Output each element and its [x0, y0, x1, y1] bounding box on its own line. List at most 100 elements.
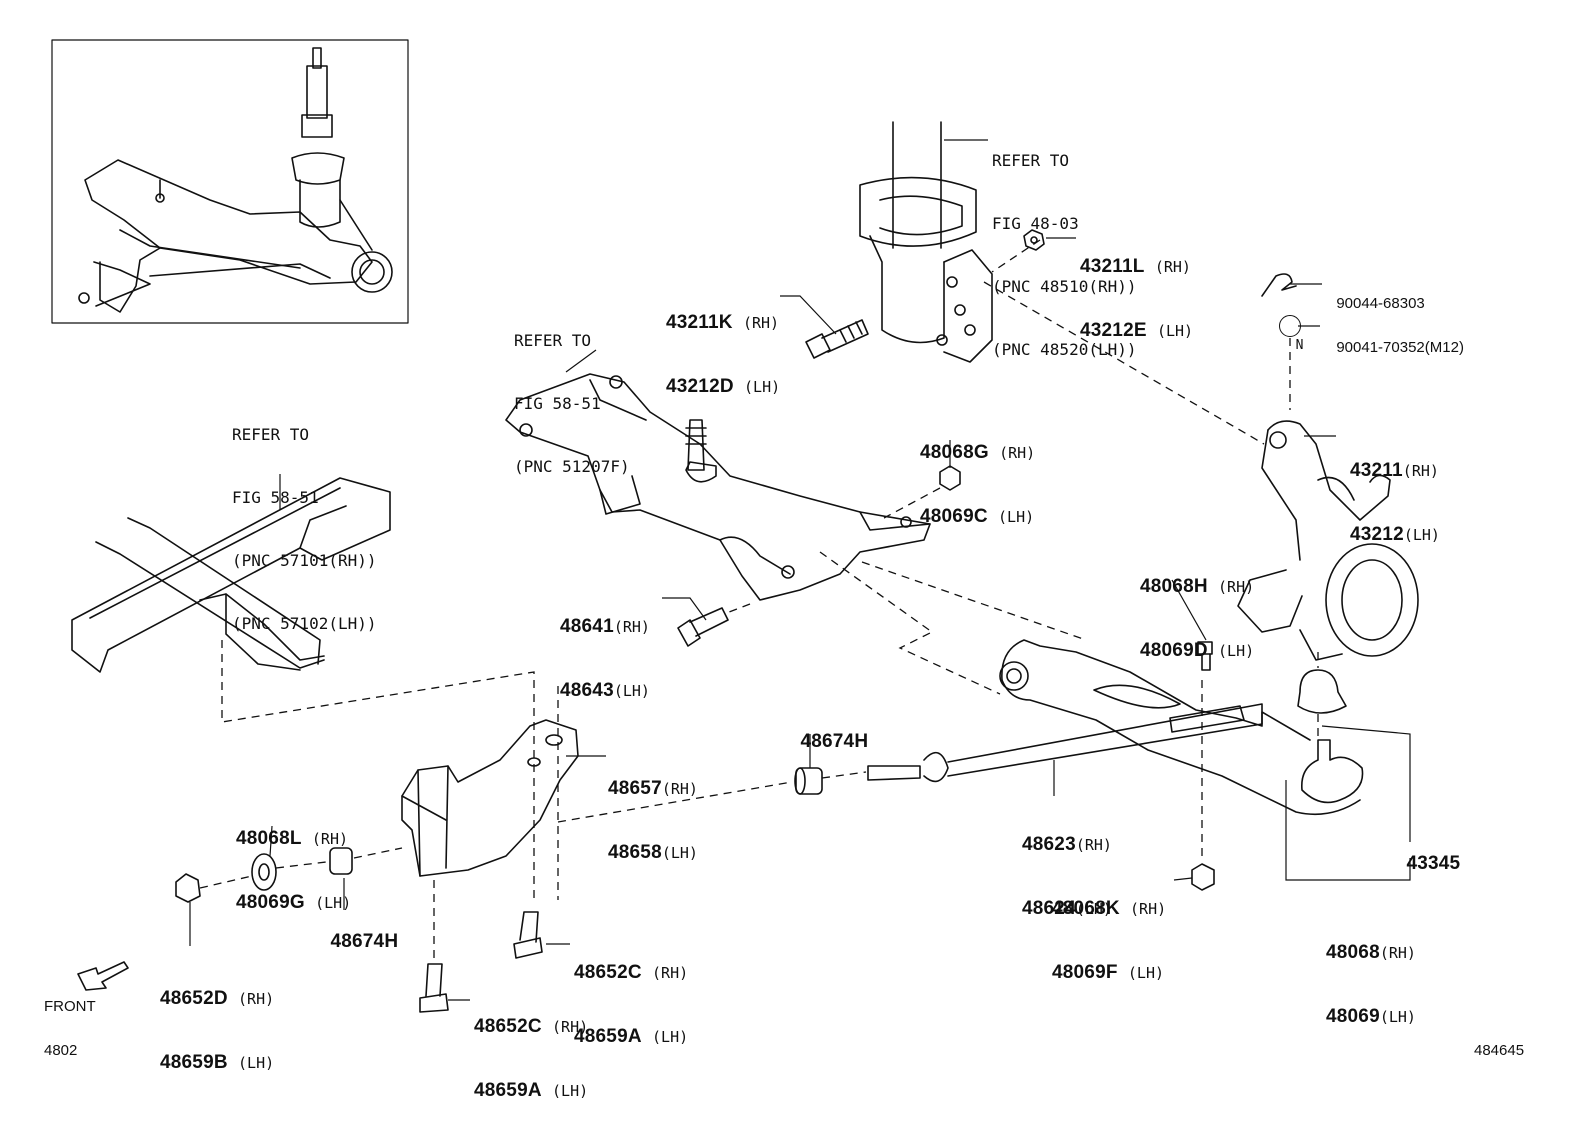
frame-rail	[71, 477, 391, 673]
side-label: (LH)	[315, 894, 352, 912]
callout-48623[interactable]: 48623(RH) 48624(LH)	[1022, 792, 1112, 941]
side-label: (RH)	[661, 780, 698, 798]
part-number: 48069G	[236, 892, 305, 913]
side-label: (RH)	[311, 830, 349, 848]
side-label: (LH)	[1075, 900, 1112, 918]
nut-48652d	[175, 873, 201, 903]
callout-48068k[interactable]: 48068K (RH) 48069F (LH)	[1052, 856, 1166, 1005]
part-number: 48652C	[474, 1016, 542, 1037]
part-number: 43211L	[1080, 256, 1145, 277]
side-label: (RH)	[1218, 578, 1255, 596]
part-number: 48069D	[1140, 640, 1208, 661]
part-number: 48069F	[1052, 962, 1118, 983]
side-label: (LH)	[1127, 964, 1165, 982]
ref-strut: REFER TO FIG 48-03 (PNC 48510(RH)) (PNC …	[992, 108, 1137, 381]
ref-line: (PNC 57101(RH))	[232, 551, 377, 570]
figure-code: 4802	[44, 1042, 78, 1059]
side-label: (RH)	[238, 990, 275, 1008]
part-number: 48674H	[330, 931, 399, 952]
part-number: 48068L	[236, 828, 302, 849]
side-label: (RH)	[1154, 258, 1191, 276]
ref-line: FIG 58-51	[232, 488, 319, 507]
bolt-43211k	[805, 319, 869, 359]
part-number: 48641	[560, 616, 614, 637]
ref-line: (PNC 57102(LH))	[232, 614, 377, 633]
ref-line: (PNC 48510(RH))	[992, 277, 1137, 296]
part-number: 48652C	[574, 962, 642, 983]
callout-48657[interactable]: 48657(RH) 48658(LH)	[608, 736, 698, 885]
side-label: (RH)	[613, 618, 650, 636]
part-number: 90041-70352	[1336, 339, 1425, 356]
callout-48068[interactable]: 48068(RH) 48069(LH)	[1326, 900, 1416, 1049]
part-number: 48659A	[574, 1026, 642, 1047]
callout-48652c-upper[interactable]: 48652C (RH) 48659A (LH)	[574, 920, 688, 1069]
side-label: (LH)	[1218, 642, 1255, 660]
part-number: 43345	[1406, 853, 1461, 874]
side-label: (RH)	[1379, 944, 1416, 962]
part-number: 43212D	[666, 376, 734, 397]
part-number: 43212	[1350, 524, 1404, 545]
side-label: (RH)	[1130, 900, 1167, 918]
callout-90041-70352[interactable]: 90041-70352(M12)	[1328, 316, 1464, 358]
ref-line: REFER TO	[232, 425, 310, 444]
part-number: 48659B	[160, 1052, 228, 1073]
front-label: FRONT	[44, 998, 96, 1015]
side-label: (RH)	[742, 314, 780, 332]
part-number: 48643	[560, 680, 614, 701]
callout-48068g[interactable]: 48068G (RH) 48069C (LH)	[920, 400, 1035, 549]
callout-48652d[interactable]: 48652D (RH) 48659B (LH)	[160, 946, 274, 1095]
ref-line: (PNC 48520(LH))	[992, 340, 1137, 359]
part-number: 90044-68303	[1336, 295, 1425, 312]
callout-43211l[interactable]: 43211L (RH) 43212E (LH)	[1080, 214, 1193, 363]
part-number: 48652D	[160, 988, 228, 1009]
ball-joint-43345	[1297, 669, 1364, 804]
side-label: (RH)	[552, 1018, 589, 1036]
part-number: 43211	[1350, 460, 1403, 481]
side-label: (LH)	[744, 378, 781, 396]
bushing-48674h-right	[794, 767, 823, 795]
side-label: (LH)	[1379, 1008, 1416, 1026]
ref-line: REFER TO	[992, 151, 1070, 170]
callout-48641[interactable]: 48641(RH) 48643(LH)	[560, 574, 650, 723]
part-number: 48068K	[1052, 898, 1120, 919]
bracket-48657	[401, 719, 579, 877]
steering-knuckle	[1237, 273, 1419, 804]
callout-48652c-lower[interactable]: 48652C (RH) 48659A (LH)	[474, 974, 588, 1123]
side-label: (LH)	[1403, 526, 1440, 544]
parts-diagram	[51, 39, 1419, 1013]
part-number: 48068G	[920, 442, 989, 463]
strut-mount	[805, 121, 1045, 363]
part-number: 48068	[1326, 942, 1380, 963]
side-label: (LH)	[661, 844, 698, 862]
size-label: (M12)	[1424, 339, 1464, 356]
ref-frame: REFER TO FIG 58-51 (PNC 57101(RH)) (PNC …	[232, 382, 377, 655]
callout-48674h-right[interactable]: 48674H	[780, 710, 868, 753]
callout-43211k[interactable]: 43211K (RH) 43212D (LH)	[666, 270, 780, 419]
part-number: 43212E	[1080, 320, 1147, 341]
side-label: (LH)	[613, 682, 650, 700]
part-number: 48674H	[800, 731, 869, 752]
callout-48674h-left[interactable]: 48674H	[310, 910, 398, 953]
callout-43211[interactable]: 43211(RH) 43212(LH)	[1350, 418, 1440, 567]
front-arrow-icon	[77, 961, 129, 991]
n-marker-icon: N	[1279, 315, 1303, 353]
part-number: 48624	[1022, 898, 1076, 919]
callout-48068l[interactable]: 48068L (RH) 48069G (LH)	[236, 786, 351, 935]
part-number: 48657	[608, 778, 662, 799]
crossmember	[505, 373, 961, 647]
side-label: (RH)	[999, 444, 1036, 462]
washer-48068l	[251, 853, 277, 891]
callout-90044-68303[interactable]: 90044-68303	[1328, 272, 1425, 314]
bolt-48652c-lower	[419, 963, 449, 1013]
side-label: (LH)	[652, 1028, 689, 1046]
side-label: (RH)	[1075, 836, 1112, 854]
callout-43345[interactable]: 43345	[1386, 832, 1460, 875]
part-number: 48068H	[1140, 576, 1208, 597]
bushing-48674h-left	[329, 847, 353, 875]
callout-48068h[interactable]: 48068H (RH) 48069D (LH)	[1140, 534, 1254, 683]
side-label: (LH)	[998, 508, 1035, 526]
ref-crossmember: REFER TO FIG 58-51 (PNC 51207F)	[514, 288, 630, 498]
strut-rod	[794, 703, 1263, 795]
lower-control-arm	[999, 639, 1361, 891]
part-number: 48658	[608, 842, 662, 863]
